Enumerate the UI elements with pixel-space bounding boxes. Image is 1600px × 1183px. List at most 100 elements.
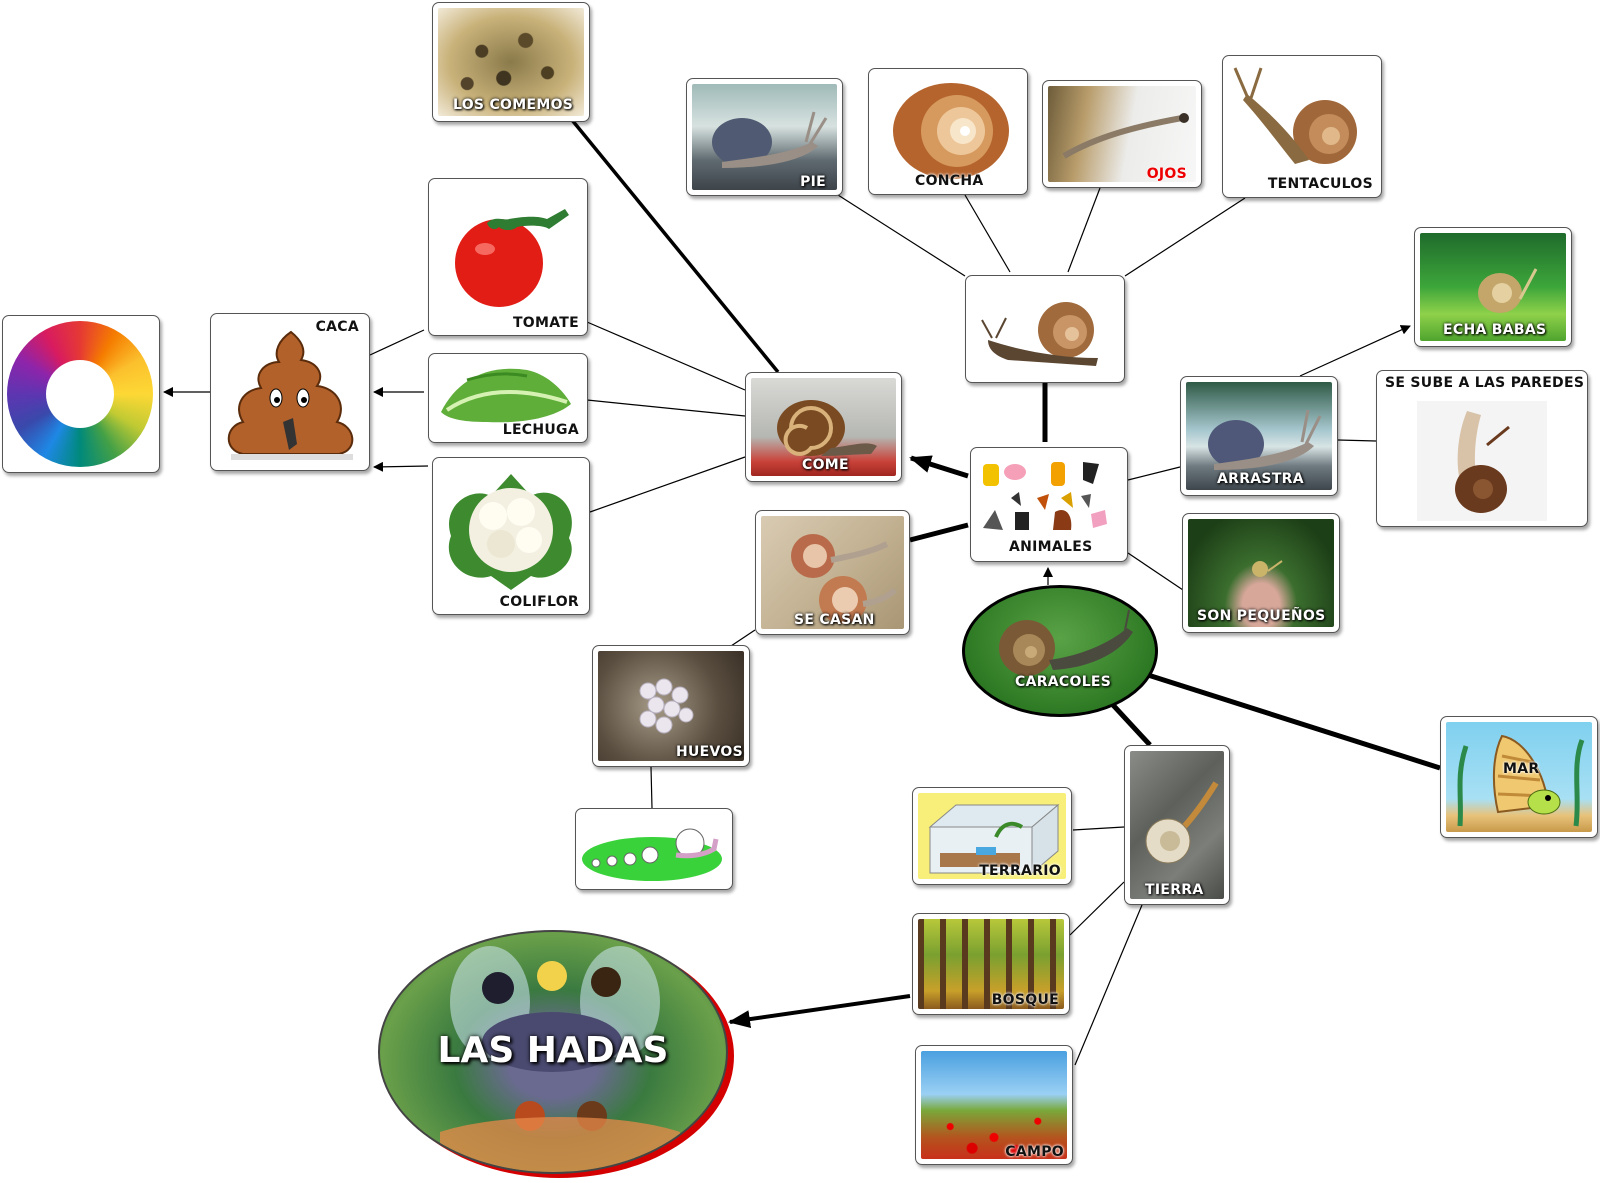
node-se-casan[interactable]: SE CASAN: [755, 510, 910, 635]
snail-crawl-image: [1186, 382, 1332, 490]
node-coliflor[interactable]: COLIFLOR: [432, 457, 590, 615]
edge-line: [586, 399, 746, 417]
label-tierra: TIERRA: [1145, 882, 1204, 898]
snails-mating-image: [761, 516, 904, 629]
node-come[interactable]: COME: [745, 372, 902, 482]
poppy-field-image: [921, 1051, 1067, 1159]
snail-wall-image: [1417, 401, 1547, 521]
lettuce-icon: [441, 368, 571, 423]
edge-animales-come: [909, 455, 969, 479]
node-snail-parts[interactable]: [965, 275, 1125, 383]
node-las-hadas[interactable]: LAS HADAS: [378, 930, 728, 1174]
label-son-pequenos: SON PEQUEÑOS: [1197, 608, 1326, 624]
label-bosque: BOSQUE: [991, 992, 1059, 1008]
label-come: COME: [802, 457, 849, 473]
edge-line: [1069, 881, 1125, 936]
node-ojos[interactable]: OJOS: [1042, 80, 1202, 188]
node-concha[interactable]: CONCHA: [868, 68, 1028, 195]
node-los-comemos[interactable]: LOS COMEMOS: [432, 2, 590, 122]
node-caca[interactable]: CACA: [210, 313, 370, 471]
snail-forest-image: [1420, 233, 1566, 341]
node-lechuga[interactable]: LECHUGA: [428, 353, 588, 443]
snail-eye-image: [1048, 86, 1196, 182]
label-mar: MAR: [1503, 761, 1540, 777]
edge-line: [837, 194, 966, 277]
edge-line: [1067, 187, 1101, 273]
color-wheel-node[interactable]: [2, 315, 160, 473]
tomato-icon: [455, 209, 569, 307]
label-animales: ANIMALES: [1009, 539, 1093, 555]
sea-snail-image: [1446, 722, 1592, 832]
forest-image: [918, 919, 1064, 1009]
label-caca: CACA: [315, 319, 359, 335]
snail-ground-image: [1130, 751, 1224, 899]
edge-caracoles-tierra: [1111, 703, 1152, 747]
snail-foot-image: [692, 84, 837, 190]
label-se-sube: SE SUBE A LAS PAREDES: [1385, 375, 1585, 391]
cauliflower-icon: [448, 474, 572, 590]
poop-icon: [227, 330, 354, 460]
snail-eggs-image: [598, 651, 744, 761]
label-tomate: TOMATE: [512, 315, 579, 331]
edge-line: [1074, 904, 1143, 1066]
edge-animales-se-casan: [909, 522, 969, 543]
node-campo[interactable]: CAMPO: [915, 1045, 1073, 1165]
label-las-hadas: LAS HADAS: [437, 1030, 669, 1071]
label-caracoles: CARACOLES: [1015, 674, 1112, 690]
edge-line: [1127, 466, 1181, 481]
label-ojos: OJOS: [1146, 166, 1187, 182]
snail-on-apple-image: [751, 378, 896, 476]
snail-dish-image: [438, 8, 584, 116]
node-arrastra[interactable]: ARRASTRA: [1180, 376, 1338, 496]
label-campo: CAMPO: [1005, 1144, 1064, 1160]
edge-line: [1072, 826, 1125, 831]
terrarium-image: [918, 793, 1066, 879]
node-snail-family[interactable]: [575, 808, 733, 890]
snail-icon: [981, 302, 1098, 366]
edge-caracoles-mar: [1147, 672, 1441, 771]
node-caracoles[interactable]: CARACOLES: [962, 585, 1158, 717]
label-concha: CONCHA: [915, 173, 984, 189]
node-son-pequenos[interactable]: SON PEQUEÑOS: [1182, 513, 1340, 633]
label-tentaculos: TENTACULOS: [1267, 176, 1373, 192]
edge-line: [369, 329, 425, 356]
node-pie[interactable]: PIE: [686, 78, 843, 196]
edge-line: [1127, 552, 1184, 591]
edge-line: [1124, 197, 1246, 277]
node-se-sube[interactable]: SE SUBE A LAS PAREDES: [1376, 370, 1588, 527]
edge-come-los-comemos: [570, 118, 780, 374]
label-lechuga: LECHUGA: [502, 422, 579, 438]
edge-line: [373, 461, 429, 472]
node-huevos[interactable]: HUEVOS: [592, 645, 750, 767]
node-echa-babas[interactable]: ECHA BABAS: [1414, 227, 1572, 347]
node-mar[interactable]: MAR: [1440, 716, 1598, 838]
node-terrario[interactable]: TERRARIO: [912, 787, 1072, 885]
edge-line: [1337, 439, 1377, 442]
node-tomate[interactable]: TOMATE: [428, 178, 588, 336]
edge-line: [589, 456, 746, 513]
edge-bosque-hadas: [728, 994, 911, 1029]
label-echa-babas: ECHA BABAS: [1443, 322, 1547, 338]
snail-family-icon: [582, 828, 722, 881]
label-los-comemos: LOS COMEMOS: [453, 97, 574, 113]
snail-tentacles-icon: [1233, 67, 1357, 164]
node-bosque[interactable]: BOSQUE: [912, 913, 1070, 1015]
small-snail-finger-image: [1188, 519, 1334, 627]
animals-icon: [983, 462, 1107, 530]
edge-line: [964, 194, 1011, 273]
label-arrastra: ARRASTRA: [1217, 471, 1304, 487]
node-tierra[interactable]: TIERRA: [1124, 745, 1230, 905]
fairies-icon: [440, 946, 680, 1172]
label-huevos: HUEVOS: [675, 744, 743, 760]
edge-line: [586, 321, 746, 391]
node-tentaculos[interactable]: TENTACULOS: [1222, 55, 1382, 198]
label-terrario: TERRARIO: [979, 863, 1061, 879]
label-coliflor: COLIFLOR: [499, 594, 579, 610]
edge-line: [1299, 325, 1411, 377]
color-wheel-icon: [7, 321, 153, 467]
edge-line: [650, 766, 653, 809]
label-pie: PIE: [800, 174, 826, 190]
node-animales[interactable]: ANIMALES: [970, 447, 1128, 562]
shell-icon: [893, 83, 1009, 179]
